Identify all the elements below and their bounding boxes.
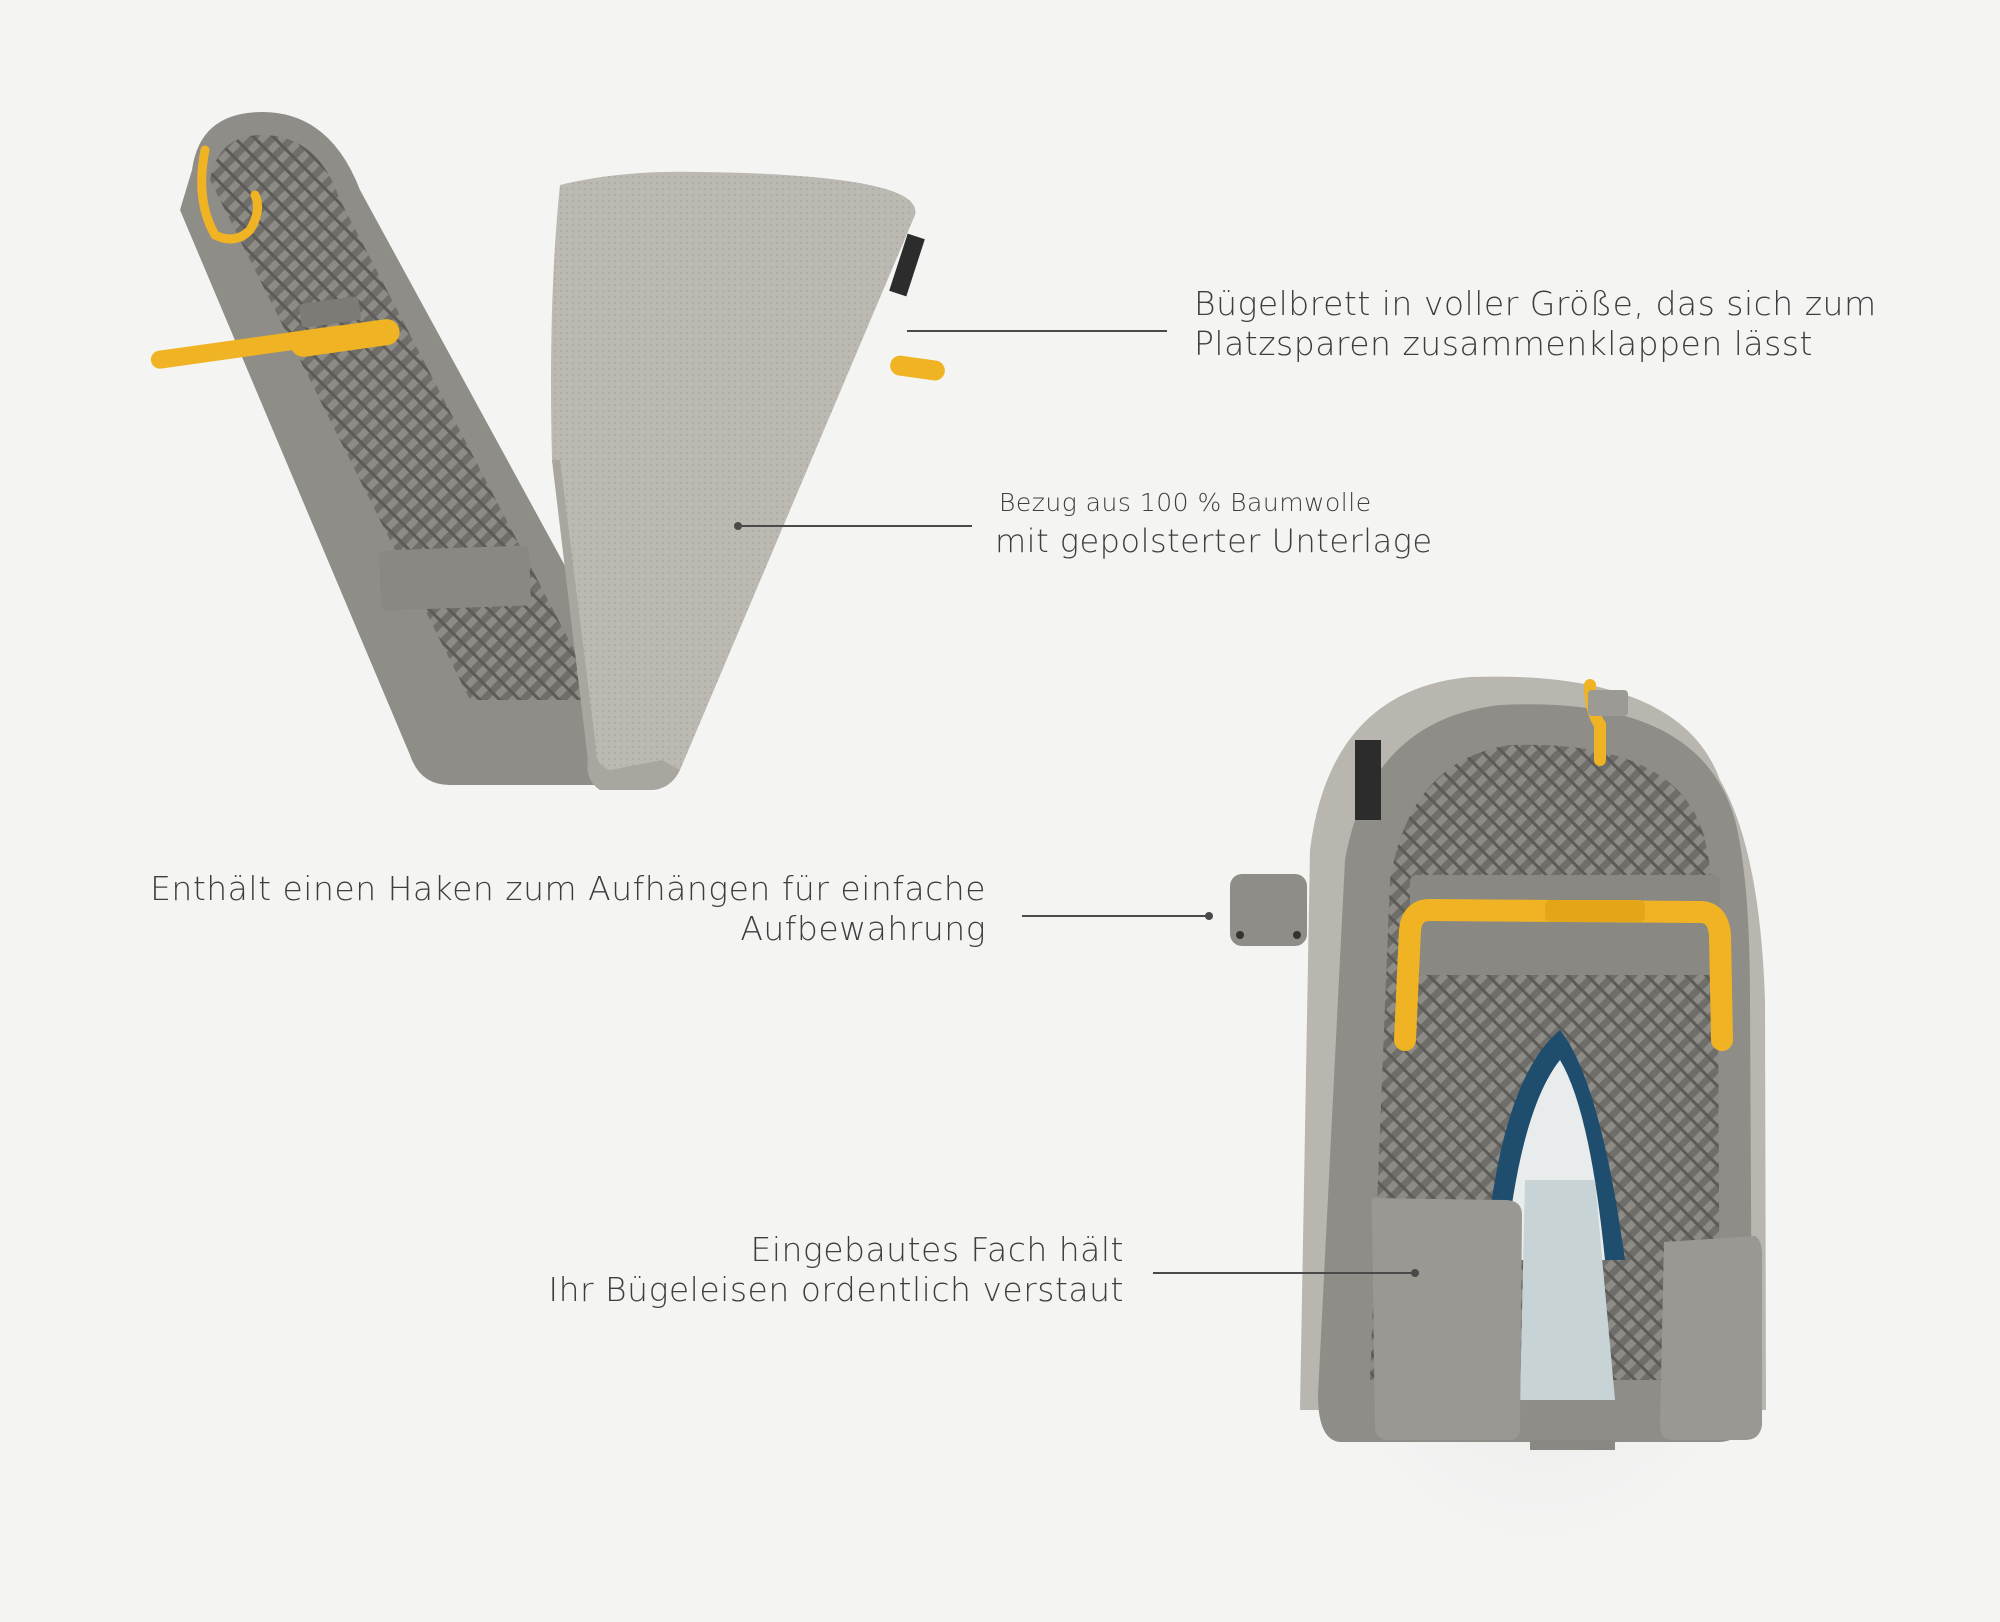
callout-cover: Bezug aus 100 % Baumwolle mit gepolstert…: [995, 486, 1433, 562]
callout-line-full-size: [907, 330, 1167, 332]
callout-hook: Enthält einen Haken zum Aufhängen für ei…: [150, 869, 986, 949]
callout-hook-line2: Aufbewahrung: [740, 909, 986, 948]
callout-dot-compartment: [1411, 1269, 1419, 1277]
callout-line-hook: [1022, 915, 1207, 917]
callout-hook-line1: Enthält einen Haken zum Aufhängen für ei…: [150, 869, 986, 908]
callout-compartment-line2: Ihr Bügeleisen ordentlich verstaut: [548, 1270, 1124, 1309]
iron: [1485, 1030, 1625, 1400]
brand-label-tag: [1355, 740, 1381, 820]
callout-full-size-line2: Platzsparen zusammenklappen lässt: [1194, 324, 1813, 363]
callout-dot-hook: [1205, 912, 1213, 920]
wall-hook-icon: [1230, 874, 1307, 946]
callout-cover-line2: mit gepolsterter Unterlage: [995, 522, 1433, 560]
callout-full-size: Bügelbrett in voller Größe, das sich zum…: [1194, 284, 1877, 364]
callout-line-compartment: [1153, 1272, 1415, 1274]
callout-compartment-line1: Eingebautes Fach hält: [750, 1230, 1124, 1269]
callout-full-size-line1: Bügelbrett in voller Größe, das sich zum: [1194, 284, 1877, 323]
brand-label-tag: [889, 233, 925, 297]
callout-dot-cover: [734, 522, 742, 530]
folded-ironing-board: [150, 112, 945, 790]
callout-compartment: Eingebautes Fach hält Ihr Bügeleisen ord…: [548, 1230, 1124, 1310]
callout-cover-line1: Bezug aus 100 % Baumwolle: [999, 488, 1372, 517]
callout-line-cover: [737, 525, 972, 527]
upright-ironing-board: [1300, 676, 1766, 1450]
